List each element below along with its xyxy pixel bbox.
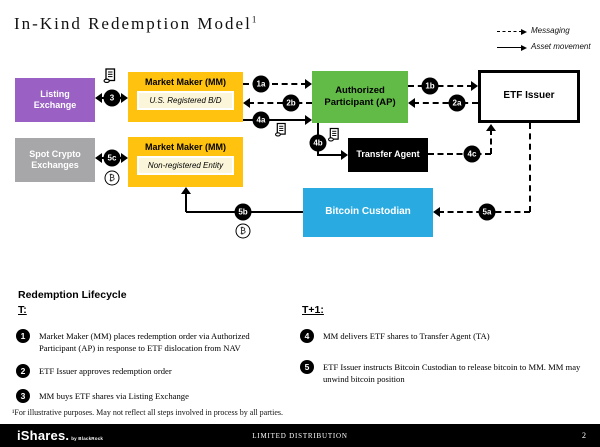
market-maker-us-title: Market Maker (MM) — [144, 77, 227, 87]
page-number: 2 — [582, 431, 586, 440]
step-badge-4b: 4b — [309, 134, 327, 152]
step-text-2: ETF Issuer approves redemption order — [39, 366, 172, 376]
step-badge-5b: 5b — [234, 203, 252, 221]
footer-bar: LIMITED DISTRIBUTION iShares.by BlackRoc… — [0, 424, 600, 447]
step-text-4: MM delivers ETF shares to Transfer Agent… — [323, 331, 490, 341]
footnote: ¹For illustrative purposes. May not refl… — [12, 408, 284, 417]
step-text-1: Market Maker (MM) places redemption orde… — [39, 331, 250, 354]
connector-5b-arrow-icon — [181, 187, 191, 194]
lifecycle-step-4: 4 MM delivers ETF shares to Transfer Age… — [300, 329, 588, 343]
market-maker-us-box: Market Maker (MM) U.S. Registered B/D — [128, 72, 243, 122]
market-maker-nonreg-box: Market Maker (MM) Non-registered Entity — [128, 137, 243, 187]
lifecycle-heading: Redemption Lifecycle — [18, 289, 127, 301]
lifecycle-step-1: 1 Market Maker (MM) places redemption or… — [16, 329, 288, 354]
connector-5c-arrow-right-icon — [121, 153, 128, 163]
step-number-3: 3 — [16, 389, 30, 403]
connector-2a-arrow-icon — [408, 98, 415, 108]
etf-issuer-box: ETF Issuer — [478, 70, 580, 123]
step-text-5: ETF Issuer instructs Bitcoin Custodian t… — [323, 362, 581, 385]
connector-1b-arrow-icon — [471, 81, 478, 91]
legend-messaging-arrow-icon — [521, 28, 527, 35]
connector-5a-vline — [529, 123, 531, 212]
step-badge-1a: 1a — [252, 75, 270, 93]
connector-3-arrow-left-icon — [95, 93, 102, 103]
step-badge-3: 3 — [103, 89, 121, 107]
connector-4b-hline — [317, 154, 343, 156]
connector-2b-line — [248, 102, 312, 104]
connector-5a-arrow-icon — [433, 207, 440, 217]
step-number-2: 2 — [16, 364, 30, 378]
etf-shares-scroll-icon — [328, 127, 340, 147]
legend-messaging-label: Messaging — [531, 26, 570, 35]
ishares-logo: iShares.by BlackRock — [17, 428, 103, 443]
step-badge-1b: 1b — [421, 77, 439, 95]
legend-asset-label: Asset movement — [531, 42, 591, 51]
lifecycle-step-5: 5 ETF Issuer instructs Bitcoin Custodian… — [300, 360, 588, 385]
step-number-1: 1 — [16, 329, 30, 343]
connector-2a-line — [413, 102, 478, 104]
bitcoin-custodian-box: Bitcoin Custodian — [303, 188, 433, 237]
lifecycle-column-t-label: T: — [18, 304, 27, 316]
page-title: In-Kind Redemption Model1 — [14, 14, 256, 34]
listing-exchange-box: Listing Exchange — [15, 78, 95, 122]
connector-4c-vline — [490, 129, 492, 154]
step-badge-2b: 2b — [282, 94, 300, 112]
bitcoin-icon: ₿ — [235, 223, 251, 239]
market-maker-nonreg-subtitle: Non-registered Entity — [137, 156, 234, 175]
transfer-agent-box: Transfer Agent — [348, 138, 428, 172]
ishares-logo-text: iShares. — [17, 428, 70, 443]
step-number-5: 5 — [300, 360, 314, 374]
connector-1b-line — [408, 85, 473, 87]
footer-classification: LIMITED DISTRIBUTION — [252, 431, 348, 440]
connector-5c-arrow-left-icon — [95, 153, 102, 163]
step-number-4: 4 — [300, 329, 314, 343]
connector-1a-arrow-icon — [305, 79, 312, 89]
connector-2b-arrow-icon — [243, 98, 250, 108]
legend-asset-line — [497, 47, 522, 48]
legend-messaging-line — [497, 31, 522, 32]
legend-asset-arrow-icon — [521, 44, 527, 51]
step-badge-5c: 5c — [103, 149, 121, 167]
lifecycle-step-2: 2 ETF Issuer approves redemption order — [16, 364, 288, 378]
connector-3-arrow-right-icon — [121, 93, 128, 103]
connector-4a-line — [243, 119, 307, 121]
spot-crypto-exchanges-box: Spot Crypto Exchanges — [15, 138, 95, 182]
market-maker-nonreg-title: Market Maker (MM) — [144, 142, 227, 152]
connector-4c-arrow-icon — [486, 124, 496, 131]
blackrock-logo-text: by BlackRock — [71, 436, 104, 441]
connector-4a-arrow-icon — [305, 115, 312, 125]
authorized-participant-box: Authorized Participant (AP) — [312, 71, 408, 123]
step-text-3: MM buys ETF shares via Listing Exchange — [39, 391, 189, 401]
order-scroll-icon — [103, 68, 117, 88]
shares-scroll-icon — [275, 122, 287, 142]
market-maker-us-subtitle: U.S. Registered B/D — [137, 91, 234, 110]
lifecycle-column-t1-label: T+1: — [302, 304, 324, 316]
title-footnote-marker: 1 — [251, 14, 257, 25]
connector-4b-arrow-icon — [341, 150, 348, 160]
connector-4c-hline — [428, 153, 491, 155]
step-badge-2a: 2a — [448, 94, 466, 112]
connector-5b-vline — [185, 192, 187, 212]
step-badge-4c: 4c — [463, 145, 481, 163]
bitcoin-icon: ₿ — [104, 170, 120, 186]
connector-1a-line — [243, 83, 307, 85]
step-badge-5a: 5a — [478, 203, 496, 221]
step-badge-4a: 4a — [252, 111, 270, 129]
lifecycle-step-3: 3 MM buys ETF shares via Listing Exchang… — [16, 389, 288, 403]
page-title-text: In-Kind Redemption Model — [14, 14, 252, 33]
